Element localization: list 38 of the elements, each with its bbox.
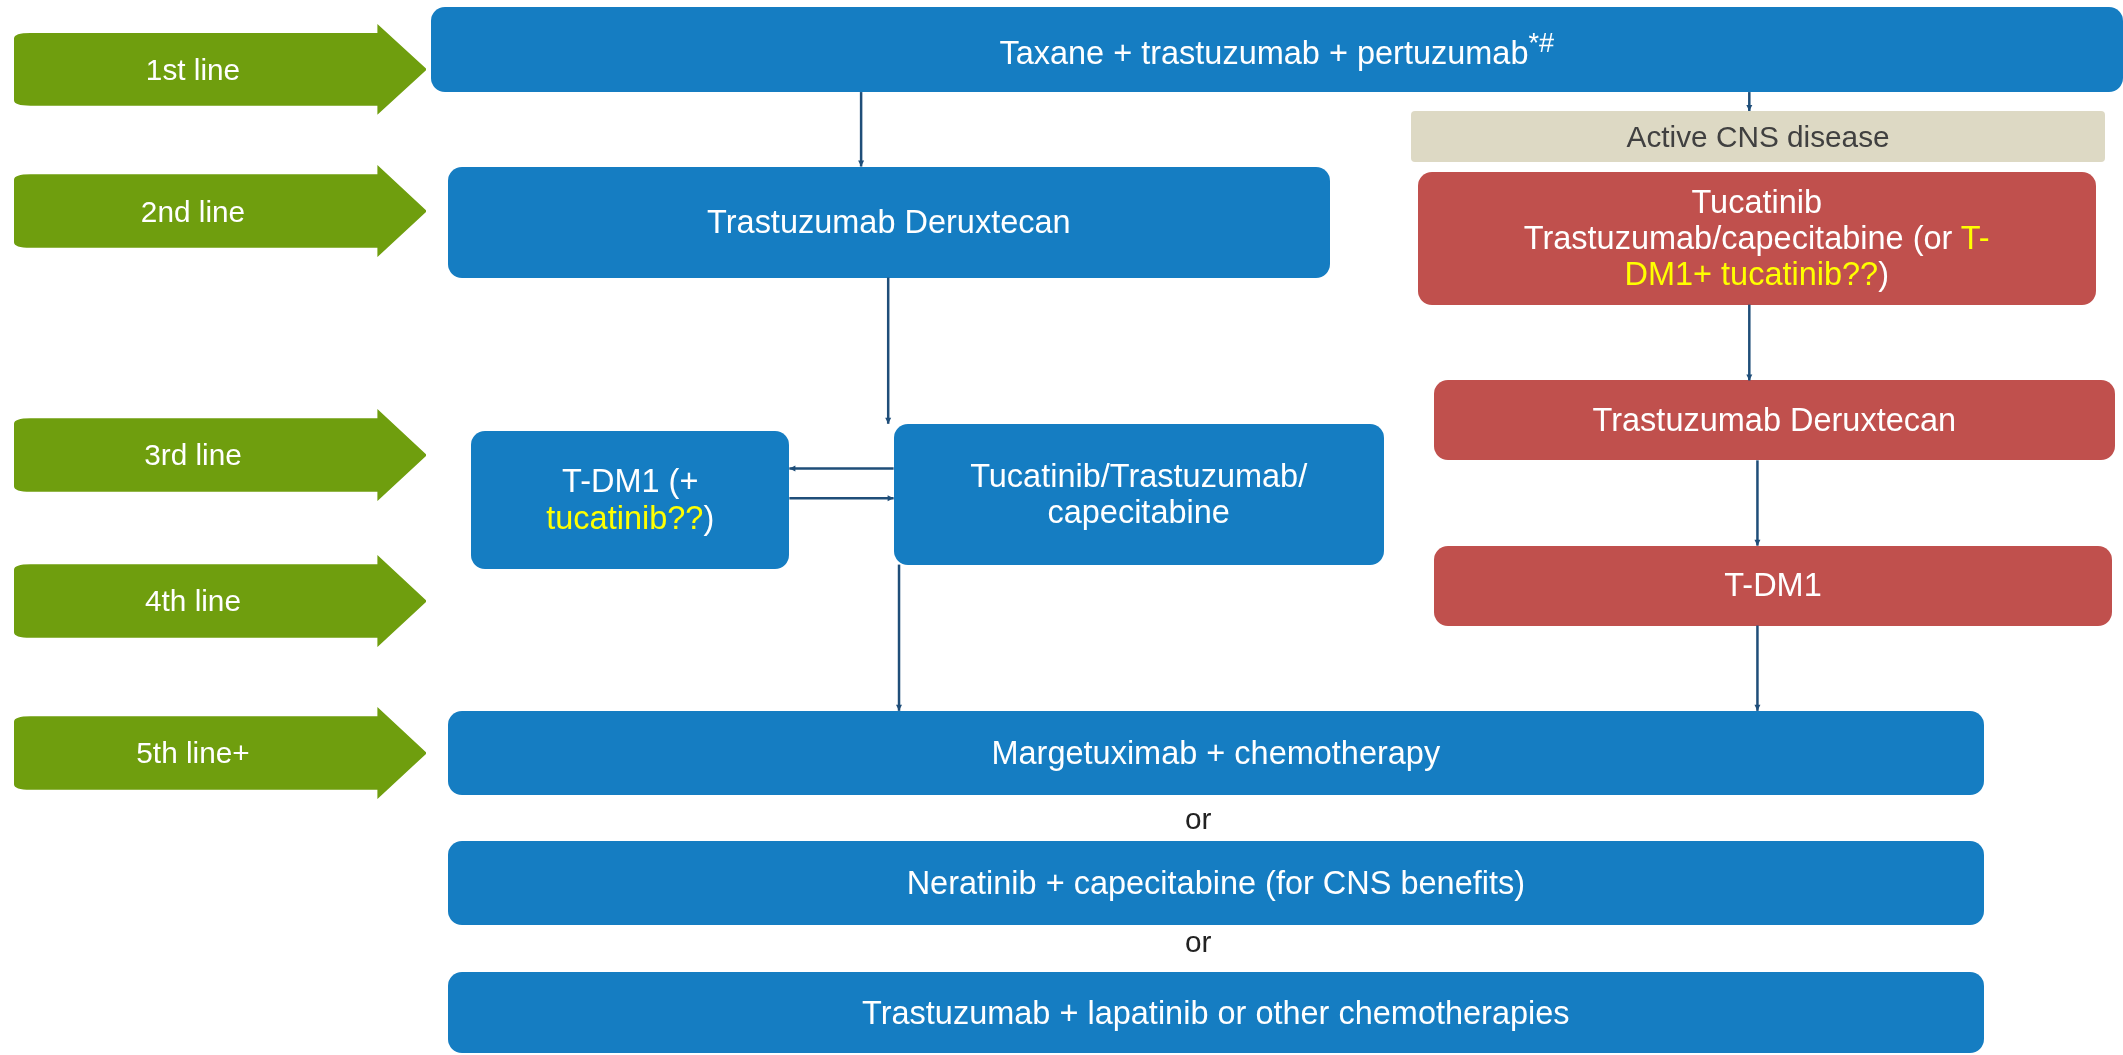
arrow (896, 564, 903, 711)
condition-text: Active CNS disease (1626, 120, 1890, 154)
treatment-box (448, 166, 1330, 278)
condition-band (1410, 111, 2106, 163)
treatment-box (448, 710, 1984, 795)
treatment-text: Tucatinib Trastuzumab/capecitabine (or T-DM1+ tucatinib??) (1522, 183, 1991, 293)
line-label: 3rd line (144, 438, 242, 472)
arrow (789, 495, 894, 502)
treatment-text: Trastuzumab Deruxtecan (1592, 402, 1957, 439)
treatment-box (1417, 171, 2096, 305)
treatment-box (893, 423, 1384, 565)
treatment-text: T-DM1 (+ tucatinib??) (545, 463, 716, 536)
treatment-text: Margetuximab + chemotherapy (991, 734, 1441, 771)
treatment-box (471, 430, 790, 569)
arrow (858, 92, 865, 167)
arrow (1754, 625, 1761, 711)
treatment-text: Tucatinib/Trastuzumab/ capecitabine (969, 457, 1309, 531)
treatment-text: Trastuzumab Deruxtecan (707, 203, 1071, 241)
line-label: 2nd line (140, 194, 246, 228)
treatment-box (430, 6, 2123, 93)
arrow (1746, 304, 1753, 381)
arrow (885, 277, 892, 424)
treatment-box (448, 840, 1984, 925)
treatment-text: Taxane + trastuzumab + pertuzumab$^{*#}$ (999, 27, 1555, 71)
arrow (1746, 92, 1753, 111)
arrow (789, 465, 894, 472)
line-label: 4th line (145, 584, 241, 618)
separator-text: or (1184, 924, 1213, 959)
arrow (1754, 460, 1761, 546)
treatment-box (1433, 380, 2115, 461)
line-label: 1st line (145, 53, 241, 87)
treatment-text: Neratinib + capecitabine (for CNS benefits) (906, 864, 1526, 901)
treatment-box (448, 972, 1984, 1054)
separator-text: or (1184, 801, 1213, 836)
treatment-box (1433, 545, 2113, 626)
line-label: 5th line+ (136, 736, 250, 770)
treatment-text: Trastuzumab + lapatinib or other chemotherapies (862, 994, 1570, 1031)
treatment-text: T-DM1 (1724, 567, 1822, 604)
